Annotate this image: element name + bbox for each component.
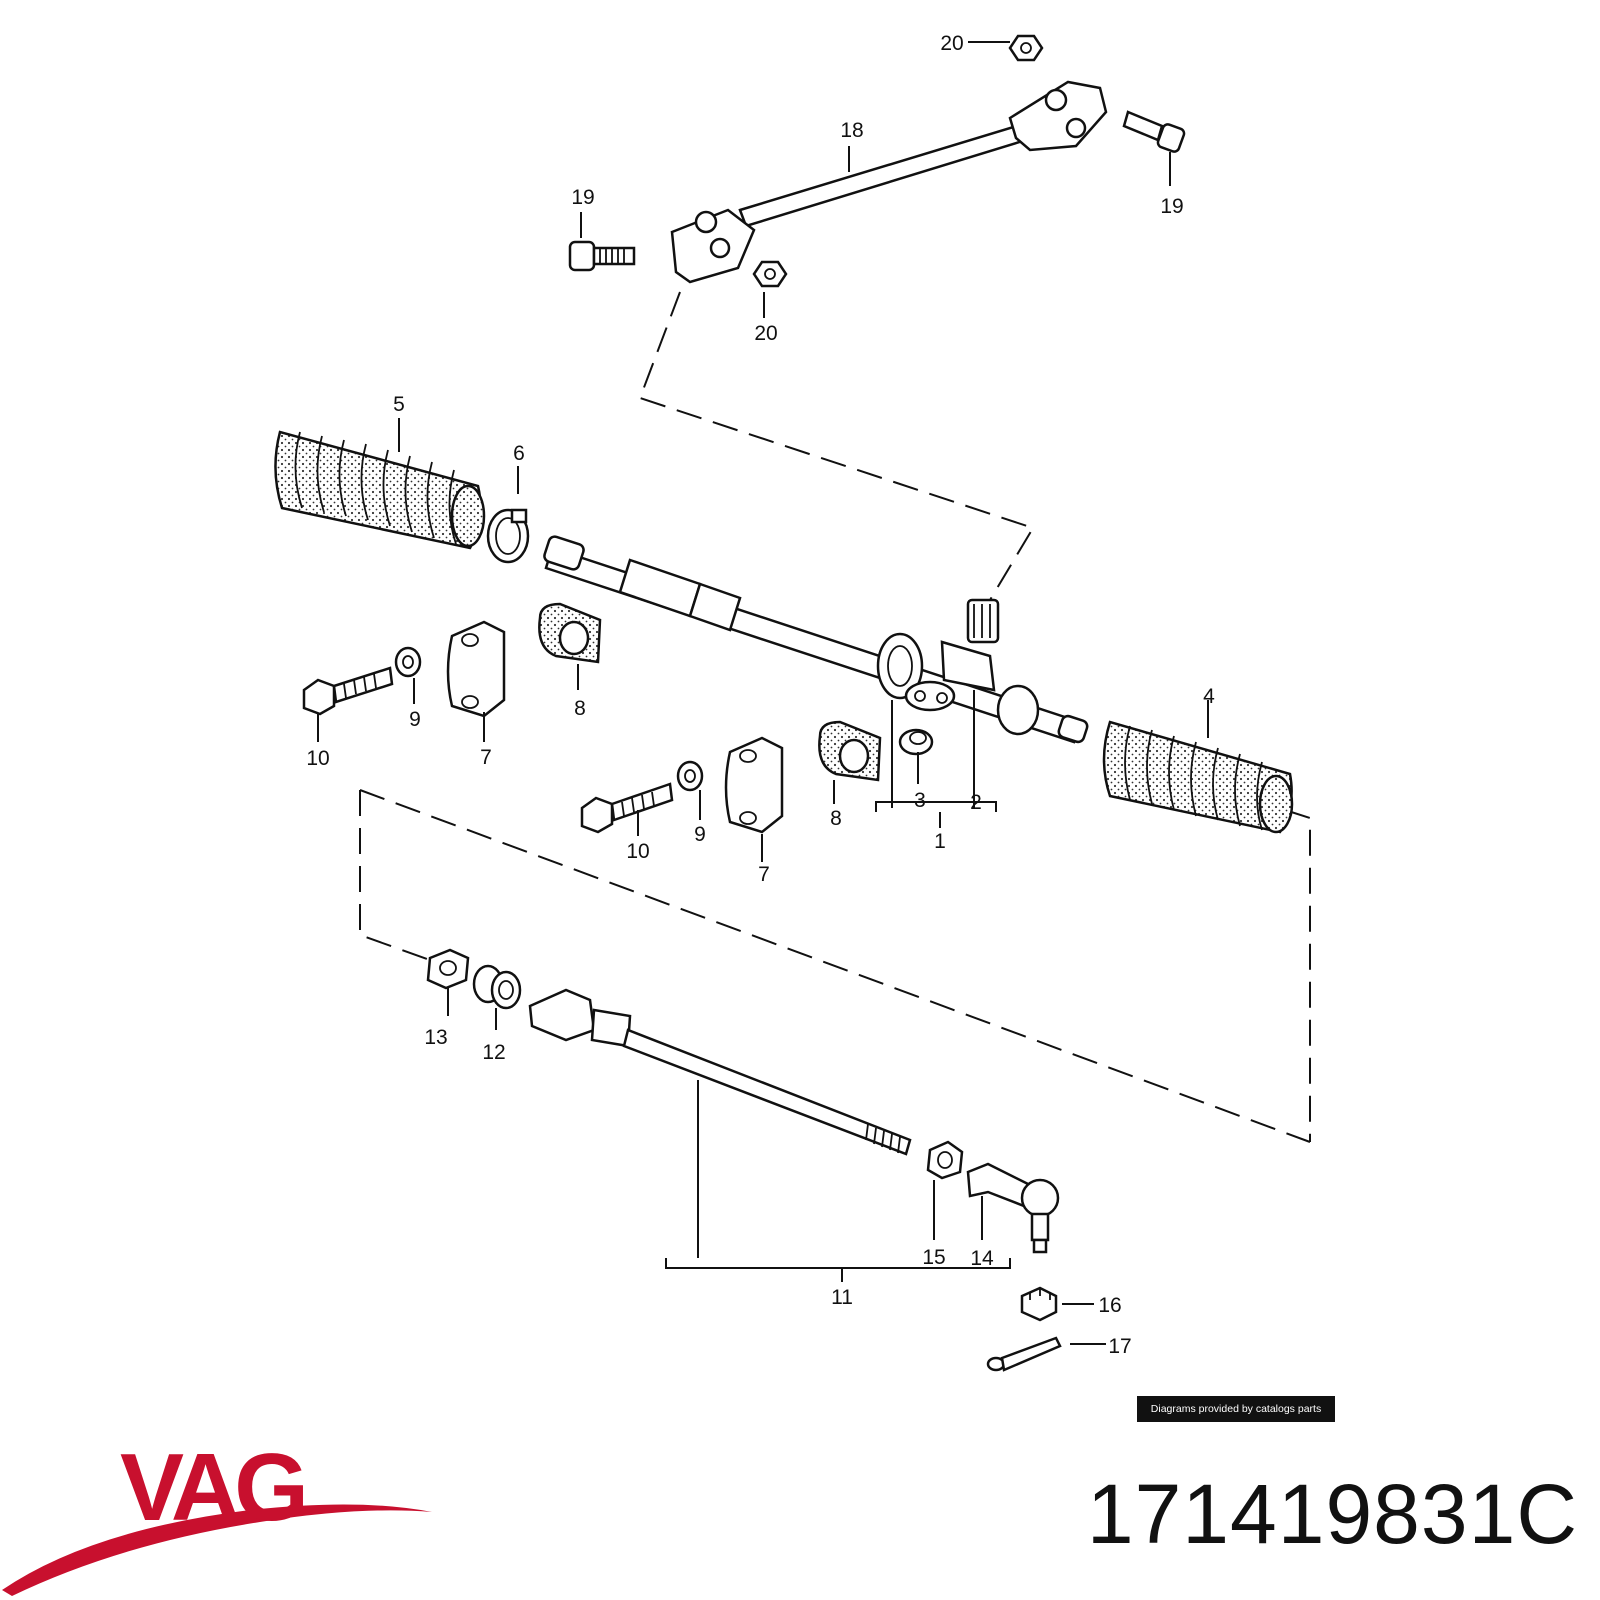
callout-8-lower: 8 [830, 807, 842, 830]
mount-8-upper [538, 602, 602, 664]
callout-8-upper: 8 [574, 697, 586, 720]
callout-7-upper: 7 [480, 746, 492, 769]
boot-4 [1102, 720, 1294, 834]
boot-5 [274, 430, 486, 550]
assembly-line-tierod-diagonal [359, 789, 1311, 1143]
plug-3 [898, 728, 934, 756]
mount-8-lower [818, 720, 882, 782]
intermediate-shaft-18 [670, 80, 1108, 284]
assembly-line-tierod-left [359, 790, 431, 961]
callout-18: 18 [840, 119, 863, 142]
bolt-10-lower [580, 782, 674, 834]
assembly-line-shaft [638, 291, 1035, 601]
callout-20-top: 20 [940, 32, 963, 55]
callout-19-left: 19 [571, 186, 594, 209]
callout-15: 15 [922, 1246, 945, 1269]
callout-9-lower: 9 [694, 823, 706, 846]
nut-15 [926, 1140, 964, 1180]
callout-19-right: 19 [1160, 195, 1183, 218]
callout-4: 4 [1203, 685, 1215, 708]
callout-2: 2 [970, 791, 982, 814]
callout-14: 14 [970, 1247, 994, 1270]
assembly-line-boot-right [1284, 809, 1311, 1142]
tie-rod-end-14 [966, 1162, 1060, 1254]
cotter-pin-17 [986, 1336, 1062, 1372]
callout-10-upper: 10 [306, 747, 329, 770]
callout-20-lower: 20 [754, 322, 777, 345]
callout-16: 16 [1098, 1294, 1121, 1317]
castle-nut-16 [1020, 1286, 1058, 1322]
tie-rod-11 [528, 988, 912, 1156]
nut-20-top [1008, 34, 1044, 62]
callout-12: 12 [482, 1041, 505, 1064]
bush-12 [472, 964, 522, 1010]
clamp-6 [486, 508, 530, 564]
vag-logo-swoosh [2, 1504, 432, 1596]
nut-20-lower [752, 260, 788, 288]
callout-17: 17 [1108, 1335, 1131, 1358]
callout-5: 5 [393, 393, 405, 416]
bolt-19-right [1122, 110, 1186, 153]
bolt-10-upper [302, 666, 394, 716]
steering-rack-housing-1 [543, 535, 1089, 744]
bolt-19-left [568, 240, 636, 272]
nut-13 [426, 948, 470, 990]
callout-13: 13 [424, 1026, 447, 1049]
washer-9-upper [394, 646, 422, 678]
callout-7-lower: 7 [758, 863, 770, 886]
part-number: 171419831C [1086, 1467, 1578, 1561]
brand-logo: VAG [120, 1434, 309, 1541]
callout-1: 1 [934, 830, 946, 853]
callout-10-lower: 10 [626, 840, 649, 863]
bracket-7-upper [446, 620, 506, 718]
callout-6: 6 [513, 442, 525, 465]
leader-lines [317, 41, 1209, 1345]
diagram-credit-banner: Diagrams provided by catalogs parts [1137, 1396, 1335, 1422]
washer-9-lower [676, 760, 704, 792]
callout-9-upper: 9 [409, 708, 421, 731]
callout-3: 3 [914, 789, 926, 812]
bracket-7-lower [724, 736, 784, 834]
callout-11: 11 [831, 1286, 853, 1309]
